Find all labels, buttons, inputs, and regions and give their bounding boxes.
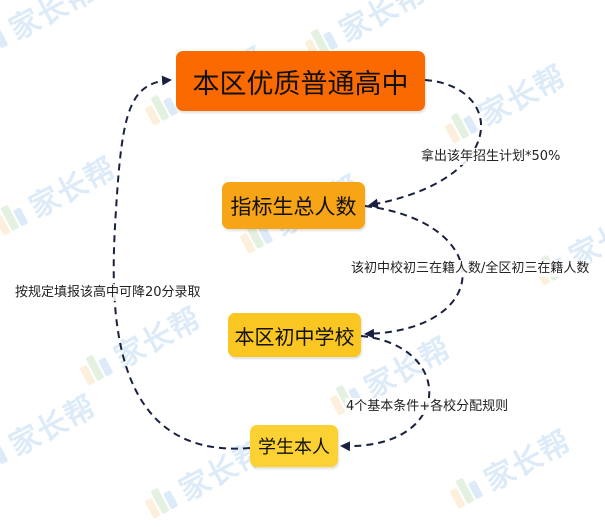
node-quota-total: 指标生总人数 [222,182,365,229]
node-student: 学生本人 [250,425,338,467]
edge-label-allocation-rules: 4个基本条件+各校分配规则 [345,398,510,415]
edge-label-enrollment-plan: 拿出该年招生计划*50% [420,148,562,165]
arrow-quota-to-middle-school [364,205,464,339]
node-top-high-school: 本区优质普通高中 [176,51,425,111]
connector-layer [112,75,483,452]
edge-label-score-reduction: 按规定填报该高中可降20分录取 [14,284,202,301]
node-middle-school: 本区初中学校 [228,313,361,357]
node-label: 学生本人 [258,437,330,458]
edge-label-enrollment-ratio: 该初中校初三在籍人数/全区初三在籍人数 [350,260,591,277]
arrow-top-school-to-quota [368,79,483,209]
node-label: 本区初中学校 [234,324,355,349]
node-label: 本区优质普通高中 [192,68,409,100]
arrow-middle-school-to-student [340,335,431,452]
arrow-student-to-top-school [112,75,251,450]
node-label: 指标生总人数 [230,194,357,219]
